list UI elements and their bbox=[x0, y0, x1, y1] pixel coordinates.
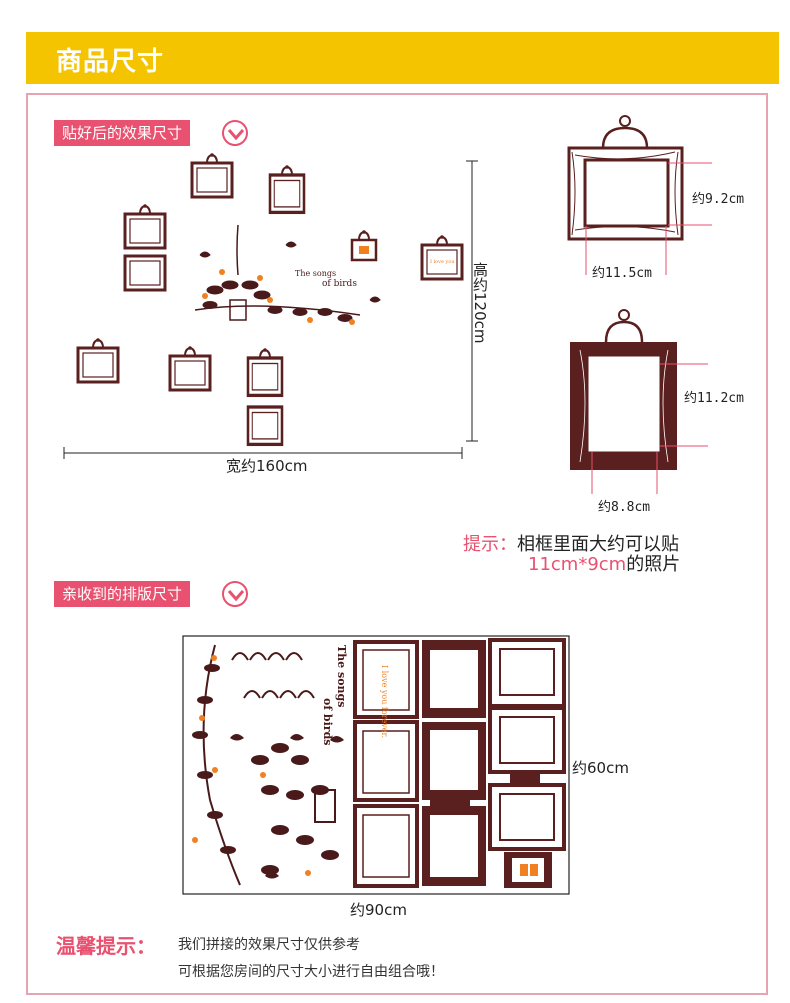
small-frame-height-label: 约9.2cm bbox=[692, 192, 745, 207]
wall-frame bbox=[123, 203, 167, 250]
wall-frame bbox=[350, 229, 378, 262]
sticker-title: of birds bbox=[322, 279, 357, 289]
chevron-down-icon bbox=[222, 120, 248, 146]
tall-frame-diagram bbox=[570, 309, 708, 494]
small-frame-diagram bbox=[567, 115, 712, 275]
sheet-height-label: 约60cm bbox=[572, 759, 629, 777]
tall-frame-width-label: 约8.8cm bbox=[598, 500, 651, 515]
header-bar: 商品尺寸 bbox=[26, 32, 779, 84]
warm-tip-line1: 我们拼接的效果尺寸仅供参考 bbox=[178, 937, 360, 953]
page-title: 商品尺寸 bbox=[56, 47, 165, 77]
tip-photo-size: 11cm*9cm bbox=[528, 554, 627, 575]
layout-width-label: 宽约160cm bbox=[226, 457, 308, 475]
sheet-width-label: 约90cm bbox=[350, 901, 407, 919]
section-tag-applied-size: 贴好后的效果尺寸 bbox=[54, 120, 191, 146]
content-frame bbox=[26, 93, 768, 995]
wall-frame bbox=[268, 164, 306, 215]
hanging-plant bbox=[194, 224, 381, 322]
sticker-sheet-diagram: The songs of birds I love you forever. bbox=[182, 635, 570, 895]
small-frame-width-label: 约11.5cm bbox=[592, 266, 652, 281]
section-tag-received-layout: 亲收到的排版尺寸 bbox=[54, 581, 191, 607]
sticker-love-text: I love you forever. bbox=[380, 665, 389, 738]
wall-frame: I love you bbox=[420, 234, 464, 281]
tip-suffix: 的照片 bbox=[626, 554, 681, 575]
photo-size-tip-line2: 11cm*9cm的照片 bbox=[528, 550, 680, 576]
photo-size-tip-line1: 提示：相框里面大约可以贴 bbox=[463, 530, 679, 556]
sticker-title: of birds bbox=[321, 698, 334, 745]
svg-text:I love you: I love you bbox=[430, 259, 455, 265]
layout-height-label: 高约120cm bbox=[471, 262, 489, 344]
wall-frame bbox=[76, 337, 120, 384]
chevron-down-icon bbox=[222, 581, 248, 607]
wall-frame bbox=[168, 345, 212, 392]
warm-tip-line2: 可根据您房间的尺寸大小进行自由组合哦！ bbox=[178, 964, 444, 980]
wall-frame bbox=[246, 405, 284, 447]
wall-frame bbox=[246, 347, 284, 398]
warm-tip-title: 温馨提示： bbox=[56, 934, 156, 958]
tip-prefix: 提示： bbox=[463, 534, 517, 555]
wall-frame bbox=[190, 152, 234, 199]
wall-frame bbox=[123, 254, 167, 292]
sticker-title: The songs bbox=[335, 645, 348, 707]
tip-text: 相框里面大约可以贴 bbox=[517, 534, 679, 555]
tall-frame-height-label: 约11.2cm bbox=[684, 391, 744, 406]
sticker-title: The songs bbox=[295, 269, 336, 278]
